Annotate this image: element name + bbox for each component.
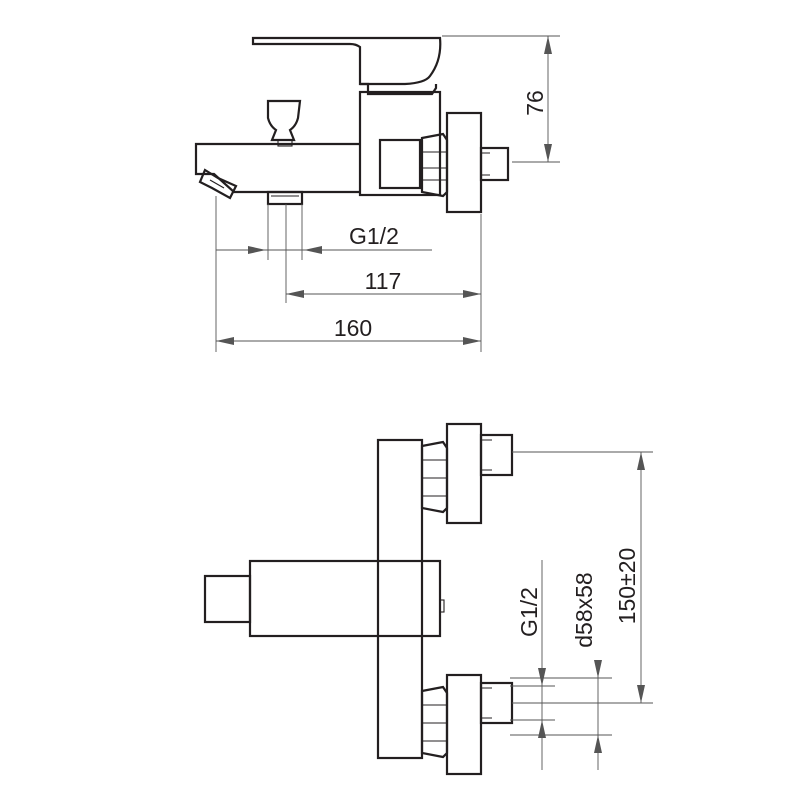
upper-flange	[445, 422, 483, 525]
escutcheon-square	[378, 138, 422, 190]
connector-inner	[481, 152, 490, 176]
upper-hex-lines	[423, 459, 446, 497]
plan-view: 150±20 d58x58 G1/2	[203, 422, 653, 776]
spout	[194, 142, 360, 194]
wall-flange	[445, 111, 483, 214]
outlet-nipple	[266, 190, 304, 206]
lower-hex-nut	[420, 685, 449, 759]
dim-150-label: 150±20	[614, 548, 640, 625]
dim-117-label: 117	[365, 268, 402, 294]
aerator-inner	[209, 179, 225, 189]
lever-handle	[251, 36, 442, 86]
lower-flange	[445, 673, 483, 776]
connector-pipe	[479, 146, 510, 182]
diverter-knob	[266, 99, 302, 142]
dim-g12-bottom-label: G1/2	[516, 587, 542, 637]
dim-g12-top-arrows	[248, 246, 322, 254]
dim-g12-top-label: G1/2	[349, 223, 399, 249]
spout-block	[248, 559, 442, 638]
dim-160-label: 160	[334, 315, 372, 341]
dim-g12-bottom-arrows	[538, 668, 546, 738]
side-view: 76 G1/2 117 160	[194, 35, 560, 352]
mixer-bar	[376, 438, 424, 760]
lower-pipe	[479, 681, 514, 725]
dim-76-label: 76	[522, 90, 548, 116]
upper-pipe	[479, 433, 514, 477]
hex-nut	[420, 132, 449, 198]
spout-cap	[439, 599, 445, 613]
lower-pipe-inner	[481, 687, 492, 719]
plan-extension-lines	[510, 451, 653, 736]
dim-d58-label: d58x58	[571, 572, 597, 647]
extension-lines	[215, 35, 560, 352]
lower-hex-lines	[423, 704, 446, 742]
upper-hex-nut	[420, 440, 449, 514]
spout-end	[203, 574, 252, 624]
spout-aerator	[198, 168, 238, 200]
upper-pipe-inner	[481, 439, 492, 471]
handle-neck	[360, 82, 438, 96]
hex-nut-lines	[423, 151, 446, 181]
